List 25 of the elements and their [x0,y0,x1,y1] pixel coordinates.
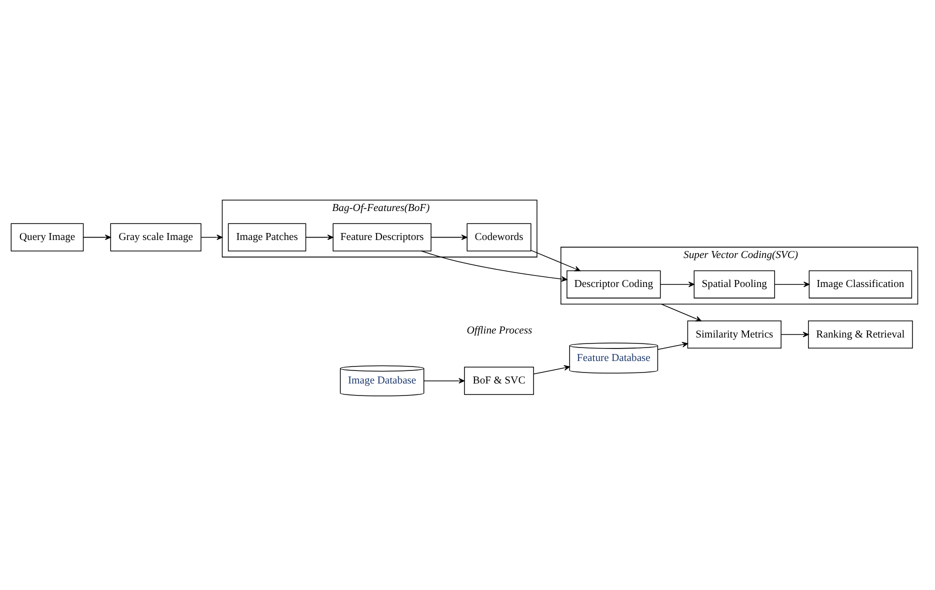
label: Offline Process [466,326,532,337]
arrow [780,332,809,338]
arrow [530,250,580,272]
arrow [423,378,465,384]
node-box: Query Image [10,223,84,252]
node-box: Feature Descriptors [332,223,432,252]
node-box: Gray scale Image [110,223,202,252]
arrow [430,234,468,240]
node-box: Similarity Metrics [687,320,782,349]
node-box: Image Classification [808,270,912,298]
arrow [533,365,570,374]
node-box: Descriptor Coding [566,270,661,298]
arrow [660,282,694,288]
node-box: Codewords [466,223,532,252]
arrow [657,342,688,350]
node-box: Spatial Pooling [694,270,776,298]
arrow [82,234,111,240]
node-box: Ranking & Retrieval [808,320,913,349]
arrow [306,234,334,240]
arrow [661,304,702,322]
arrow [420,250,568,282]
arrow [774,282,810,288]
node-box: Image Patches [228,223,306,252]
arrow [200,234,223,240]
node-box: BoF & SVC [464,366,534,395]
